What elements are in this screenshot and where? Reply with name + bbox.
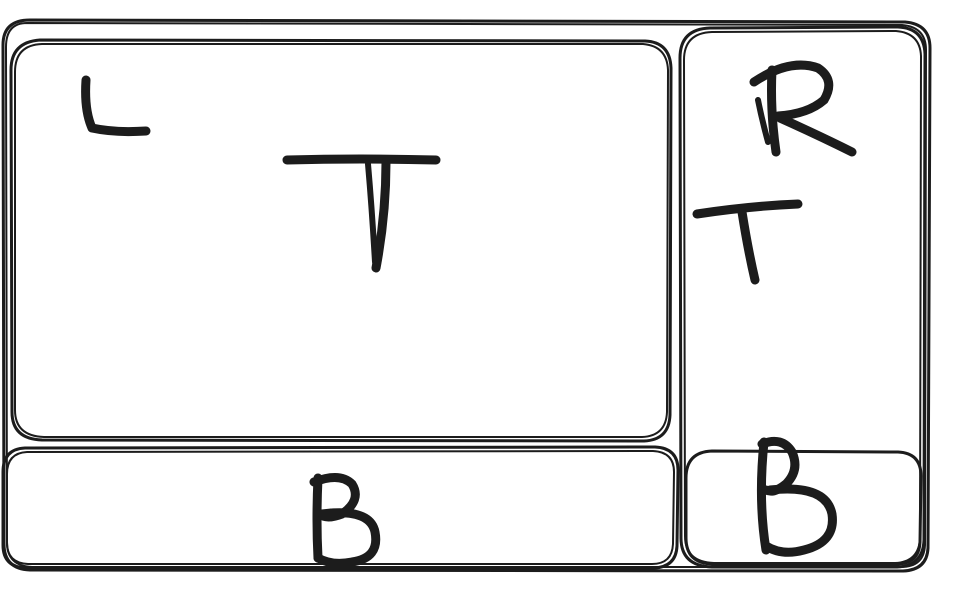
letter-r-glyph: [749, 60, 857, 157]
letter-t-glyph-left: [282, 154, 441, 273]
left-main-panel: [9, 38, 673, 443]
right-bottom-bar: [684, 449, 923, 566]
letter-b-glyph-right: [756, 436, 837, 557]
letter-b-glyph-left: [309, 473, 381, 568]
left-bottom-bar: [1, 445, 680, 570]
letter-l-glyph: [81, 75, 151, 137]
letter-t-glyph-right: [692, 199, 803, 285]
